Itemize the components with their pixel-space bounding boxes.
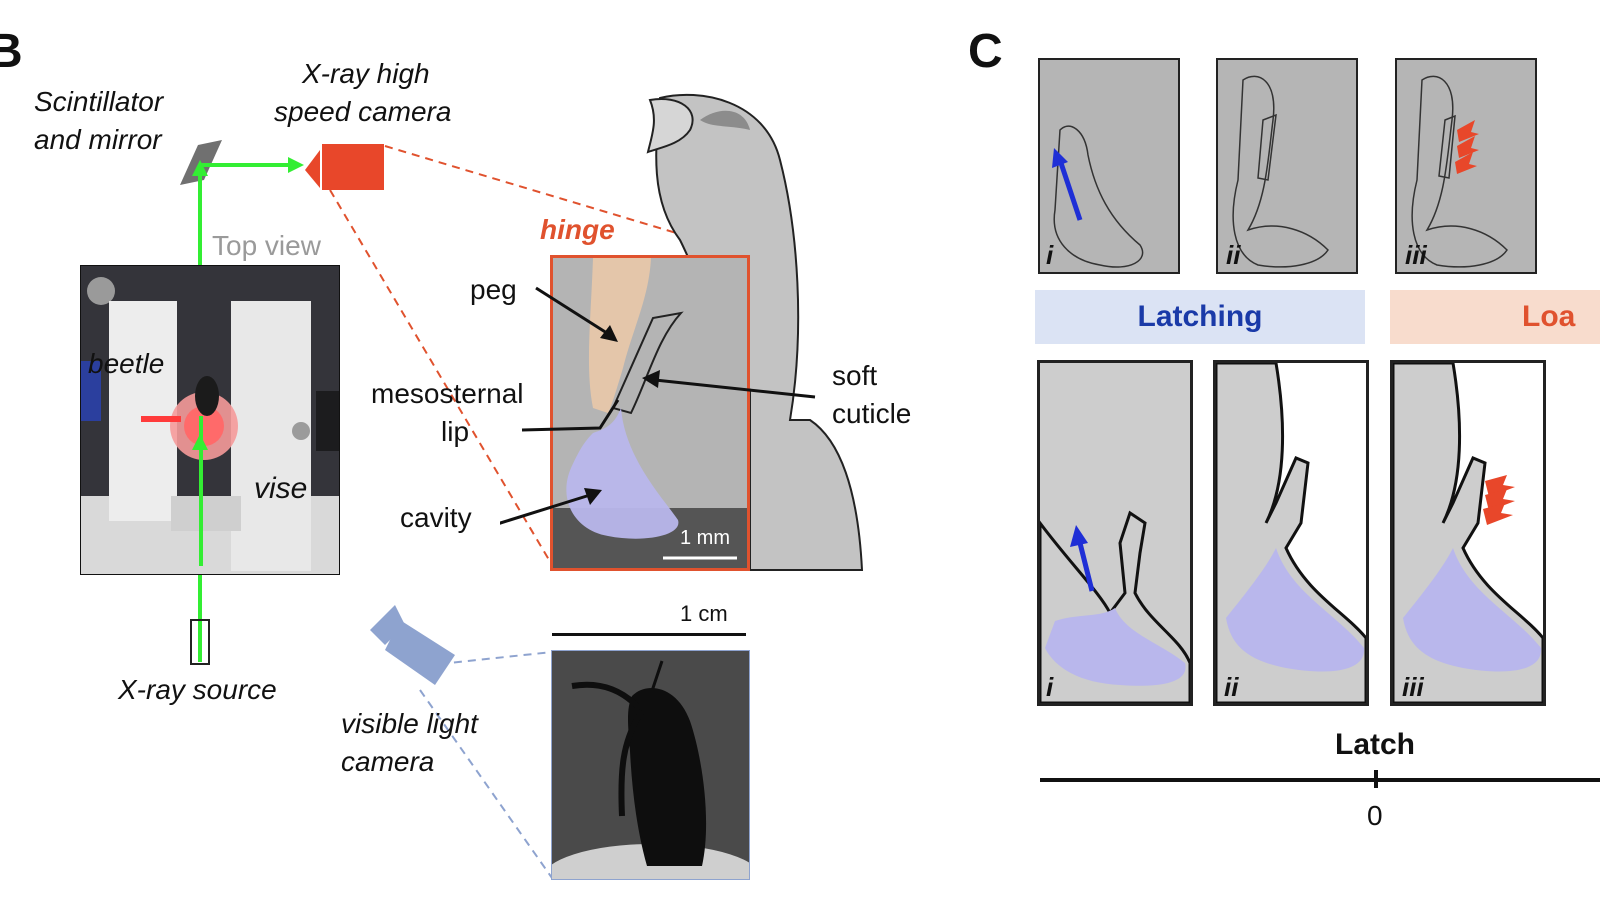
xray-frame-i-label: i [1046, 240, 1054, 270]
timeline-latch-label: Latch [1335, 728, 1416, 761]
hinge-illustration [646, 93, 864, 571]
timeline-axis [1040, 778, 1600, 782]
setup-schematic [180, 140, 751, 879]
mesosternal-label-line1: mesosternal [371, 378, 524, 409]
beam-arrow-right [288, 157, 304, 173]
visible-projection-line-top [439, 651, 553, 665]
photo-scale-bar [552, 633, 746, 636]
visible-camera-label-line2: camera [341, 746, 435, 777]
panel-c-letter: C [968, 25, 1003, 78]
soft-cuticle-label-line2: cuticle [832, 398, 912, 429]
mesosternal-label-line2: lip [441, 416, 470, 447]
top-view-photo [80, 265, 340, 575]
visible-light-camera-icon [370, 605, 455, 685]
hinge-label: hinge [540, 214, 615, 245]
diagram-frame-i-label: i [1046, 672, 1054, 702]
scintillator-label-line1: Scintillator [34, 86, 164, 117]
xray-source-box [190, 619, 210, 665]
top-view-label: Top view [212, 230, 321, 261]
beetle-body-shape [195, 376, 219, 416]
camera-projection-line-top [384, 145, 751, 256]
latching-banner-label: Latching [1137, 300, 1263, 333]
camera-label-line1: X-ray high [302, 58, 430, 89]
beam-arrow-up-top [192, 160, 208, 176]
beetle-side-photo [551, 650, 750, 880]
peg-region [588, 258, 651, 413]
diagram-frame-iii [1390, 360, 1546, 706]
hinge-scale-label: 1 mm [680, 527, 730, 549]
beetle-label: beetle [88, 348, 165, 379]
diagram-frame-i [1037, 360, 1193, 706]
cavity-region [566, 408, 679, 539]
diagram-frame-ii-label: ii [1224, 672, 1239, 702]
xray-frame-i [1038, 58, 1180, 274]
soft-cuticle-label-line1: soft [832, 360, 878, 391]
cavity-label: cavity [400, 502, 472, 533]
visible-camera-label-line1: visible light [341, 708, 478, 739]
loading-banner: Loa [1390, 290, 1600, 344]
hinge-box [550, 255, 750, 571]
peg-label: peg [470, 274, 517, 305]
hinge-xray-art [553, 258, 747, 568]
vise-label: vise [254, 472, 308, 505]
visible-projection-line-bottom [419, 689, 553, 879]
xray-frame-ii-label: ii [1226, 240, 1241, 270]
xray-source-label: X-ray source [118, 674, 277, 705]
vise-jaw-left [109, 301, 177, 521]
camera-label-line2: speed camera [274, 96, 452, 127]
camera-projection-line-bottom [329, 189, 556, 571]
loading-banner-label: Loa [1522, 300, 1576, 333]
latching-banner: Latching [1035, 290, 1365, 344]
top-view-photo-art [81, 266, 339, 574]
panel-b-letter: B [0, 25, 23, 78]
diagram-frame-iii-label: iii [1402, 672, 1424, 702]
scintillator-label-line2: and mirror [34, 124, 162, 155]
xray-frame-ii [1216, 58, 1358, 274]
beetle-silhouette [628, 688, 707, 866]
timeline-tick [1374, 770, 1378, 788]
timeline-zero-label: 0 [1367, 800, 1383, 831]
beam-over-photo [192, 434, 208, 450]
xray-frame-iii [1395, 58, 1537, 274]
hinge-leader-lines [500, 286, 816, 525]
xray-frame-iii-label: iii [1405, 240, 1427, 270]
camera-body-shape [322, 144, 384, 190]
diagram-frame-ii [1213, 360, 1369, 706]
camera-lens-shape [305, 150, 320, 188]
body-silhouette [655, 93, 864, 571]
beetle-side-photo-art [552, 651, 749, 879]
photo-scale-label: 1 cm [680, 601, 728, 626]
